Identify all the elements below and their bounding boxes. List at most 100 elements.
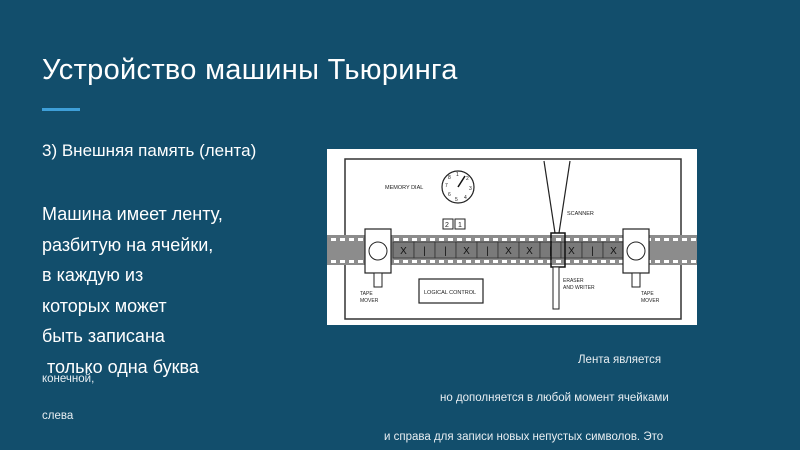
sprocket-hole (331, 238, 336, 241)
sprocket-hole (529, 260, 534, 263)
sprocket-hole (610, 238, 615, 241)
note-finite: конечной, (42, 373, 95, 385)
sprocket-hole (547, 260, 552, 263)
sprocket-hole (619, 238, 624, 241)
sprocket-hole (439, 260, 444, 263)
sprocket-hole (358, 260, 363, 263)
sprocket-hole (403, 238, 408, 241)
sprocket-hole (511, 238, 516, 241)
tape-mover-right-wheel (626, 241, 646, 261)
sprocket-hole (520, 238, 525, 241)
tape-symbol: X (463, 246, 470, 257)
sprocket-hole (682, 260, 687, 263)
sprocket-hole (484, 260, 489, 263)
eraser-writer-label: AND WRITER (563, 285, 595, 291)
sprocket-hole (511, 260, 516, 263)
eraser-writer-arm (552, 266, 560, 310)
sprocket-hole (538, 260, 543, 263)
sprocket-hole (412, 260, 417, 263)
tape-mover-left-wheel (368, 241, 388, 261)
sprocket-hole (502, 260, 507, 263)
sprocket-hole (475, 238, 480, 241)
note-extends: но дополняется в любой момент ячейками (440, 392, 669, 404)
sprocket-hole (601, 238, 606, 241)
sprocket-hole (673, 238, 678, 241)
eraser-writer-label: ERASER (563, 278, 584, 284)
sprocket-hole (619, 260, 624, 263)
tape-mover-left-label: MOVER (360, 298, 379, 304)
slide-title: Устройство машины Тьюринга (42, 54, 458, 86)
sprocket-hole (664, 238, 669, 241)
sprocket-hole (547, 238, 552, 241)
sprocket-hole (394, 238, 399, 241)
sprocket-hole (484, 238, 489, 241)
sprocket-hole (457, 238, 462, 241)
sprocket-hole (574, 238, 579, 241)
sprocket-hole (583, 260, 588, 263)
slide-subtitle: 3) Внешняя память (лента) (42, 141, 257, 160)
dial-digit: 7 (445, 183, 448, 189)
dial-digit: 1 (456, 172, 459, 178)
note-and-right: и справа для записи новых непустых симво… (384, 431, 664, 443)
sprocket-hole (556, 238, 561, 241)
body-line: разбитую на ячейки, (42, 234, 214, 255)
sprocket-hole (466, 260, 471, 263)
body-line: быть записана (42, 326, 165, 346)
sprocket-hole (349, 260, 354, 263)
tape-mover-right-post (631, 272, 641, 288)
sprocket-hole (475, 260, 480, 263)
sprocket-hole (556, 260, 561, 263)
tape-symbol: X (526, 246, 533, 257)
sprocket-hole (493, 238, 498, 241)
tape-symbol: X (568, 246, 575, 257)
dial-digit: 4 (464, 195, 467, 201)
title-underline (42, 108, 80, 111)
selector-box (442, 218, 454, 230)
tape-symbol: X (400, 246, 407, 257)
tape-mover-left-post (373, 272, 383, 288)
tape-mover-right-label: MOVER (641, 298, 660, 304)
sprocket-hole (340, 260, 345, 263)
dial-digit: 3 (469, 186, 472, 192)
sprocket-hole (565, 260, 570, 263)
sprocket-hole (520, 260, 525, 263)
dial-needle (457, 175, 466, 188)
dial-digit: 8 (448, 175, 451, 181)
sprocket-hole (448, 238, 453, 241)
dial-digit: 5 (455, 197, 458, 203)
sprocket-hole (331, 260, 336, 263)
body-line: которых может (42, 295, 167, 316)
sprocket-hole (691, 238, 696, 241)
tape-symbol: | (591, 246, 594, 257)
sprocket-hole (529, 238, 534, 241)
selector-digit: 2 (445, 222, 449, 229)
memory-dial-label: MEMORY DIAL (385, 185, 423, 191)
selector-digit: 1 (458, 222, 462, 229)
tape-symbol: | (444, 246, 447, 257)
sprocket-hole (583, 238, 588, 241)
body-text: Машина имеет ленту, разбитую на ячейки, … (42, 199, 223, 382)
sprocket-hole (448, 260, 453, 263)
dial-digit: 6 (448, 192, 451, 198)
scanner-label: SCANNER (567, 211, 594, 217)
sprocket-hole (655, 260, 660, 263)
tape-mover-left-label: TAPE (360, 291, 373, 297)
tape-symbol: X (505, 246, 512, 257)
sprocket-hole (574, 260, 579, 263)
sprocket-hole (394, 260, 399, 263)
logical-control-label: LOGICAL CONTROL (424, 290, 476, 296)
logical-control-box (418, 278, 484, 304)
sprocket-hole (691, 260, 696, 263)
sprocket-hole (655, 238, 660, 241)
sprocket-hole (664, 260, 669, 263)
sprocket-hole (421, 238, 426, 241)
dial-digit: 2 (466, 176, 469, 182)
sprocket-hole (682, 238, 687, 241)
sprocket-hole (358, 238, 363, 241)
sprocket-hole (610, 260, 615, 263)
sprocket-hole (601, 260, 606, 263)
tape-symbol: | (423, 246, 426, 257)
sprocket-hole (457, 260, 462, 263)
